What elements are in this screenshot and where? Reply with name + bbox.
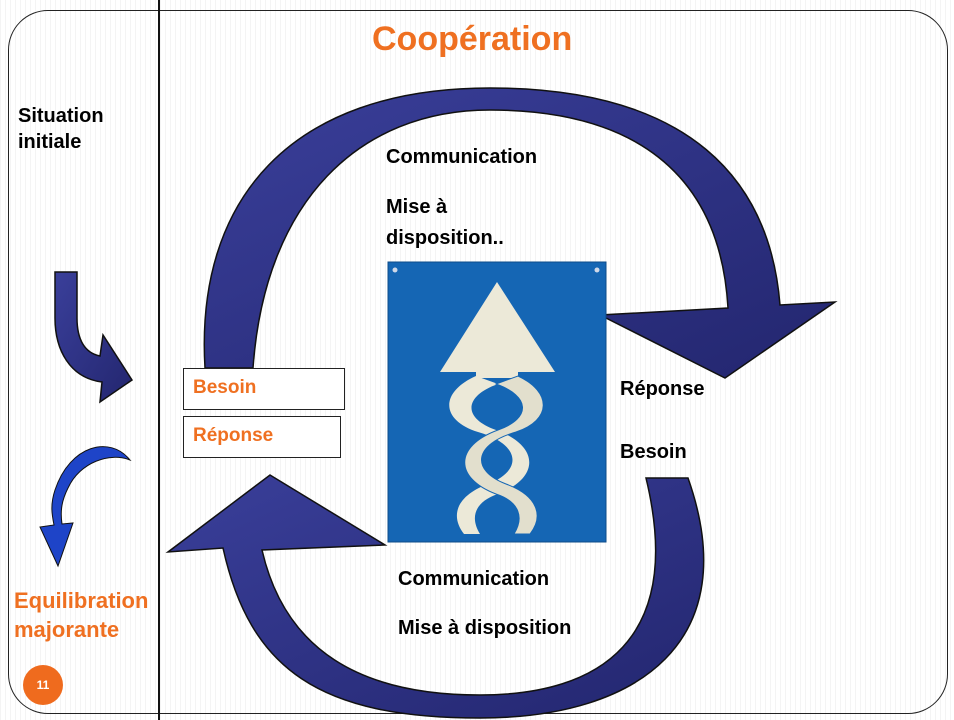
reponse-box: Réponse [183, 416, 341, 458]
top-communication-label: Communication [386, 146, 538, 168]
small-curve-arrow [39, 446, 132, 568]
equilibration-label: Equilibration majorante [14, 588, 149, 642]
bottom-communication-label: Communication [398, 568, 550, 590]
page-number-badge: 11 [23, 665, 63, 705]
situation-initiale-label: Situation initiale [18, 105, 104, 153]
bottom-mise-a-disposition-label: Mise à disposition [398, 617, 572, 639]
bottom-cycle-arrow [165, 474, 705, 719]
right-besoin-label: Besoin [620, 441, 687, 463]
besoin-box: Besoin [183, 368, 345, 410]
right-reponse-label: Réponse [620, 378, 705, 400]
top-cycle-arrow [203, 87, 838, 379]
slide-title: Coopération [372, 20, 573, 58]
top-mise-a-disposition-label: Mise à disposition.. [386, 196, 504, 249]
vertical-divider [158, 0, 160, 720]
small-hook-arrow [54, 271, 134, 404]
twisted-arrow-sign [387, 261, 607, 543]
